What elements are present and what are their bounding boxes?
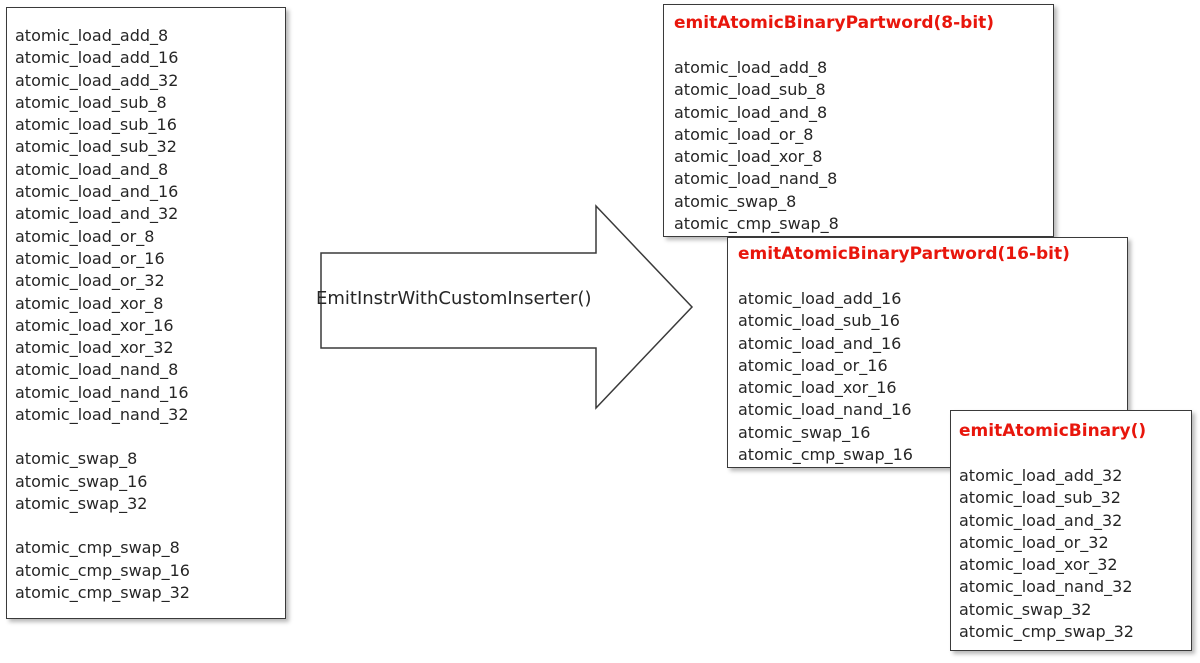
list-item: atomic_load_nand_32	[15, 405, 189, 425]
list-item: atomic_load_nand_16	[738, 400, 912, 420]
list-item: atomic_load_add_32	[15, 70, 179, 90]
list-item: atomic_load_sub_16	[15, 115, 177, 135]
list-item: atomic_load_add_32	[959, 466, 1123, 485]
list-item: atomic_cmp_swap_32	[959, 622, 1134, 642]
list-item: atomic_load_nand_32	[959, 577, 1133, 597]
list-item: atomic_swap_16	[738, 422, 871, 442]
atomic-swap-ops-group: atomic_swap_8 atomic_swap_16 atomic_swap…	[15, 448, 285, 515]
atomic-load-ops-group: atomic_load_add_8 atomic_load_add_16 ato…	[15, 25, 285, 426]
list-item: atomic_load_and_16	[15, 182, 179, 202]
list-item: atomic_load_or_32	[15, 271, 165, 291]
list-item: atomic_swap_8	[674, 191, 797, 211]
atomic-cmp-swap-ops-group: atomic_cmp_swap_8 atomic_cmp_swap_16 ato…	[15, 537, 285, 604]
list-item: atomic_load_and_8	[15, 159, 169, 179]
list-item: atomic_load_and_32	[15, 204, 179, 224]
list-item: atomic_load_add_16	[15, 48, 179, 68]
list-item: atomic_swap_32	[959, 599, 1092, 619]
list-item: atomic_load_nand_8	[674, 169, 838, 189]
partword-8bit-box: emitAtomicBinaryPartword(8-bit) atomic_l…	[663, 4, 1054, 237]
list-item: atomic_load_xor_32	[15, 338, 174, 358]
box-title: emitAtomicBinaryPartword(16-bit)	[738, 244, 1070, 264]
list-item: atomic_load_and_32	[959, 510, 1123, 530]
list-item: atomic_load_xor_16	[738, 378, 897, 398]
list-item: atomic_load_or_16	[738, 355, 888, 375]
list-item: atomic_load_sub_8	[15, 92, 167, 112]
list-item: atomic_swap_16	[15, 471, 148, 491]
arrow-outline	[320, 204, 694, 410]
list-item: atomic_load_add_16	[738, 289, 902, 308]
list-item: atomic_load_or_16	[15, 248, 165, 268]
list-item: atomic_load_sub_32	[15, 137, 177, 157]
box-title: emitAtomicBinary()	[959, 421, 1147, 441]
list-item: atomic_swap_8	[15, 449, 138, 469]
arrow-label: EmitInstrWithCustomInserter()	[316, 288, 592, 309]
list-item: atomic_load_add_8	[674, 58, 828, 77]
box-title: emitAtomicBinaryPartword(8-bit)	[674, 13, 995, 33]
list-item: atomic_load_xor_8	[15, 293, 164, 313]
list-item: atomic_swap_32	[15, 493, 148, 513]
list-item: atomic_load_nand_8	[15, 360, 179, 380]
list-item: atomic_cmp_swap_32	[15, 582, 190, 602]
atomic-ops-list-box: atomic_load_add_8 atomic_load_add_16 ato…	[6, 7, 286, 619]
right-arrow-shape	[320, 204, 694, 410]
list-item: atomic_load_add_8	[15, 26, 169, 45]
list-item: atomic_cmp_swap_8	[15, 538, 180, 558]
list-item: atomic_load_sub_8	[674, 80, 826, 100]
list-item: atomic_load_sub_16	[738, 311, 900, 331]
list-item: atomic_load_sub_32	[959, 488, 1121, 508]
list-item: atomic_load_xor_32	[959, 555, 1118, 575]
list-item: atomic_cmp_swap_16	[15, 560, 190, 580]
list-item: atomic_load_or_8	[15, 226, 155, 246]
binary-32bit-box: emitAtomicBinary() atomic_load_add_32 at…	[950, 410, 1192, 651]
list-item: atomic_cmp_swap_8	[674, 214, 839, 234]
list-item: atomic_cmp_swap_16	[738, 445, 913, 465]
list-item: atomic_load_and_16	[738, 333, 902, 353]
list-item: atomic_load_and_8	[674, 102, 828, 122]
list-item: atomic_load_xor_8	[674, 147, 823, 167]
list-item: atomic_load_or_32	[959, 532, 1109, 552]
list-item: atomic_load_xor_16	[15, 315, 174, 335]
list-item: atomic_load_or_8	[674, 124, 814, 144]
list-item: atomic_load_nand_16	[15, 382, 189, 402]
